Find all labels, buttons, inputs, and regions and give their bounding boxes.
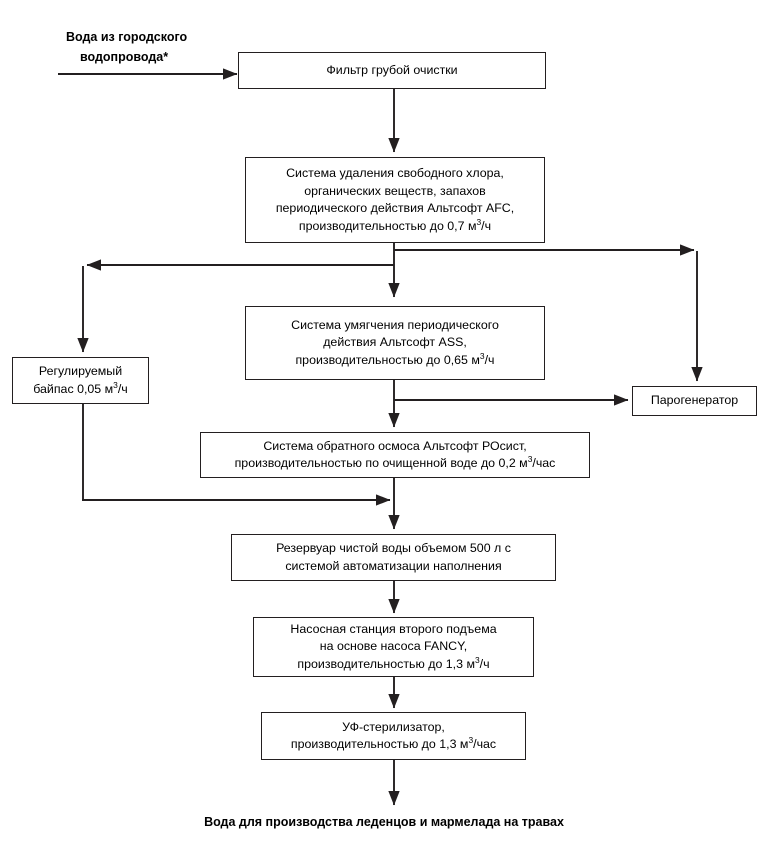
node-coarse-filter-line-1: Фильтр грубой очистки bbox=[326, 62, 458, 77]
node-reverse-osmosis[interactable]: Система обратного осмоса Альтсофт РОсист… bbox=[200, 432, 590, 478]
node-clean-water-tank-line-1: Резервуар чистой воды объемом 500 л с bbox=[276, 541, 511, 555]
node-softening-line-3: производительностью до 0,65 м3/ч bbox=[295, 350, 495, 367]
node-softening[interactable]: Система умягчения периодического действи… bbox=[245, 306, 545, 380]
node-uv-sterilizer-line-2: производительностью до 1,3 м3/час bbox=[290, 734, 497, 751]
node-steam-generator[interactable]: Парогенератор bbox=[632, 386, 757, 416]
node-dechlorination-line-1: Система удаления свободного хлора, bbox=[286, 166, 504, 180]
node-bypass-line-2: байпас 0,05 м3/ч bbox=[33, 379, 128, 396]
node-pump-station[interactable]: Насосная станция второго подъема на осно… bbox=[253, 617, 534, 677]
node-coarse-filter[interactable]: Фильтр грубой очистки bbox=[238, 52, 546, 89]
node-reverse-osmosis-line-1: Система обратного осмоса Альтсофт РОсист… bbox=[263, 438, 527, 453]
node-dechlorination-line-3: периодического действия Альтсофт AFC, bbox=[275, 201, 515, 215]
node-softening-line-2: действия Альтсофт ASS, bbox=[323, 335, 467, 350]
node-bypass-line-1: Регулируемый bbox=[38, 364, 123, 378]
node-uv-sterilizer-line-1: УФ-стерилизатор, bbox=[342, 719, 445, 734]
node-dechlorination-line-2: органических веществ, запахов bbox=[304, 183, 486, 198]
inlet-label-line-2: водопровода* bbox=[80, 49, 169, 64]
outlet-label: Вода для производства леденцов и мармела… bbox=[204, 815, 564, 829]
node-pump-station-line-3: производительностью до 1,3 м3/ч bbox=[297, 654, 490, 671]
node-pump-station-line-2: на основе насоса FANCY, bbox=[319, 639, 468, 654]
inlet-label: Вода из городского водопровода* bbox=[66, 28, 256, 67]
node-reverse-osmosis-line-2: производительностью по очищенной воде до… bbox=[234, 453, 556, 470]
node-pump-station-line-1: Насосная станция второго подъема bbox=[290, 621, 497, 636]
node-steam-generator-line-1: Парогенератор bbox=[650, 393, 739, 408]
node-clean-water-tank-line-2: системой автоматизации наполнения bbox=[285, 558, 502, 573]
node-bypass[interactable]: Регулируемый байпас 0,05 м3/ч bbox=[12, 357, 149, 404]
node-dechlorination-line-4: производительностью до 0,7 м3/ч bbox=[298, 216, 492, 233]
node-clean-water-tank[interactable]: Резервуар чистой воды объемом 500 л с си… bbox=[231, 534, 556, 581]
node-dechlorination[interactable]: Система удаления свободного хлора, орган… bbox=[245, 157, 545, 243]
node-uv-sterilizer[interactable]: УФ-стерилизатор, производительностью до … bbox=[261, 712, 526, 760]
node-softening-line-1: Система умягчения периодического bbox=[291, 317, 499, 332]
inlet-label-line-1: Вода из городского bbox=[66, 30, 188, 44]
